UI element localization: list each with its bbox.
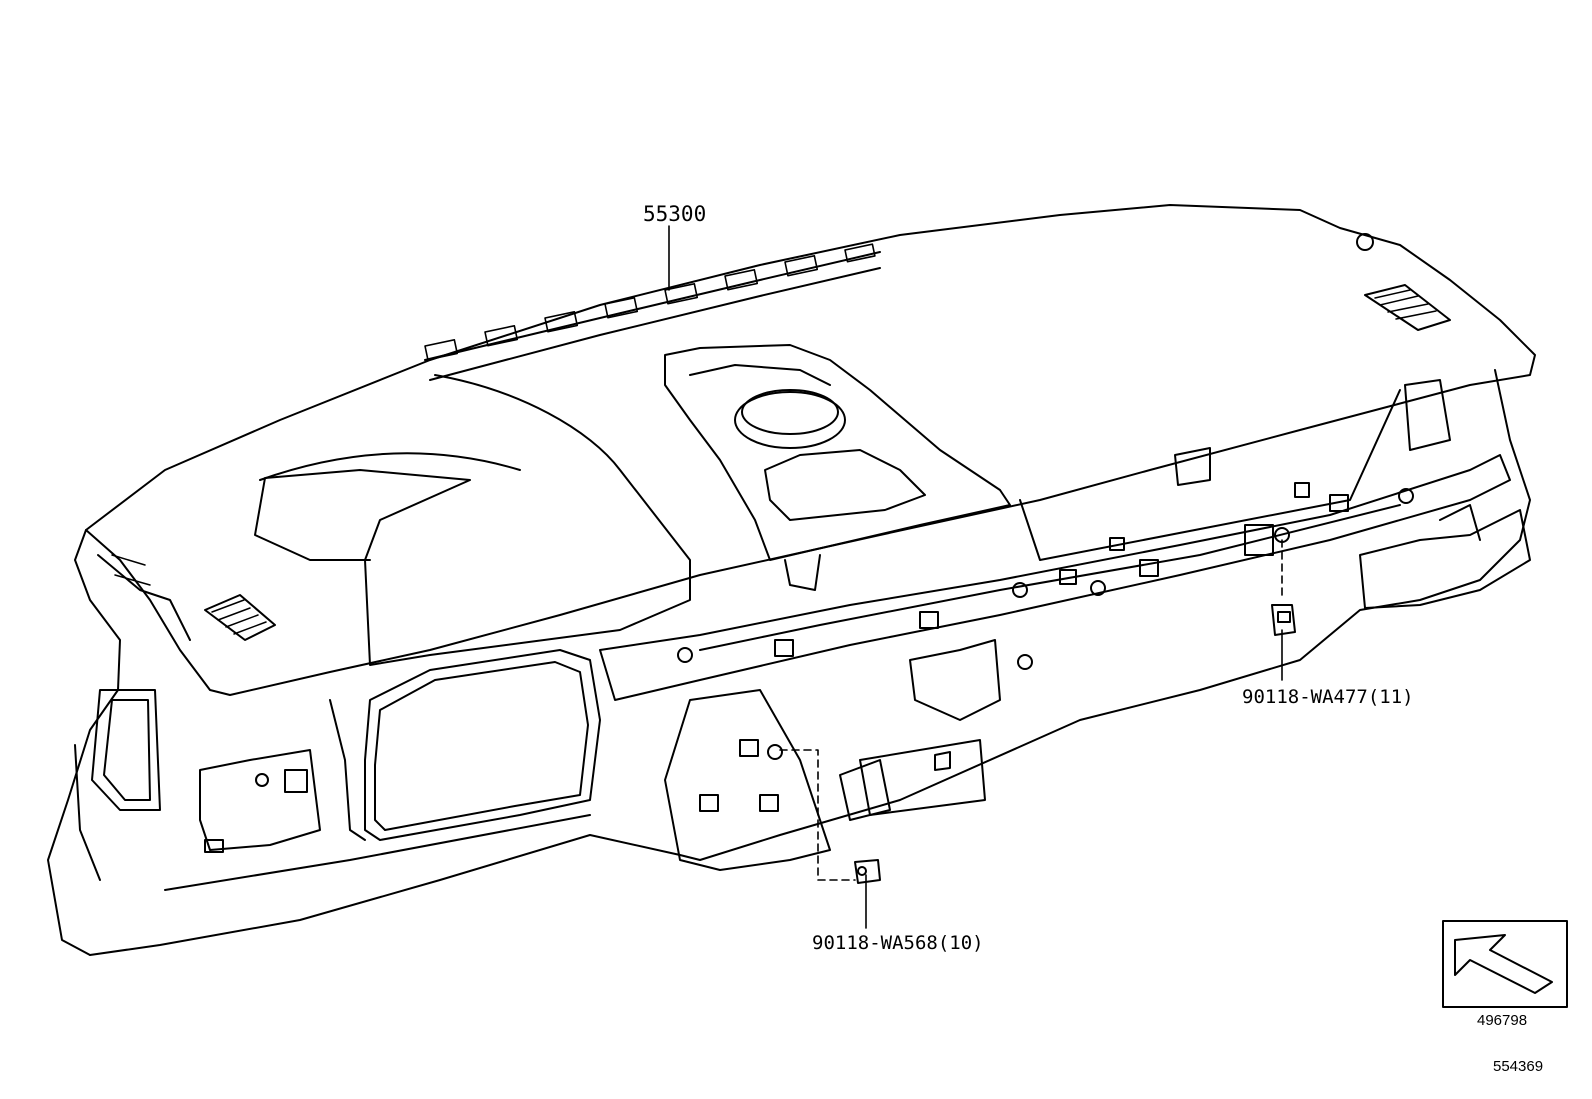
right-side-vent (1364, 284, 1451, 331)
part-label-90118-wa568: 90118-WA568(10) (812, 932, 984, 954)
part-label-90118-wa477: 90118-WA477(11) (1242, 686, 1414, 708)
clip-wa477 (1271, 604, 1296, 636)
glove-box-opening (364, 649, 601, 841)
part-label-55300: 55300 (643, 202, 707, 226)
center-display-opening (664, 344, 1011, 591)
right-top-hole (1356, 233, 1374, 251)
right-lower-section (1019, 379, 1531, 609)
clip-wa568 (854, 859, 881, 884)
dashboard-lower-body (89, 369, 1531, 956)
view-reference-number: 496798 (1477, 1012, 1528, 1029)
illustration-reference-number: 554369 (1493, 1058, 1544, 1075)
front-direction-arrow-icon (1442, 920, 1568, 1008)
left-side-vent (204, 594, 276, 641)
leader-lines (668, 225, 1283, 929)
left-lower-bracket (199, 699, 366, 853)
defroster-vents (424, 243, 876, 361)
dashboard-top-surface (85, 204, 1536, 696)
leader-wa568-dashed (779, 749, 856, 881)
reinforcement-beam (599, 454, 1511, 871)
left-end-section (47, 529, 276, 956)
